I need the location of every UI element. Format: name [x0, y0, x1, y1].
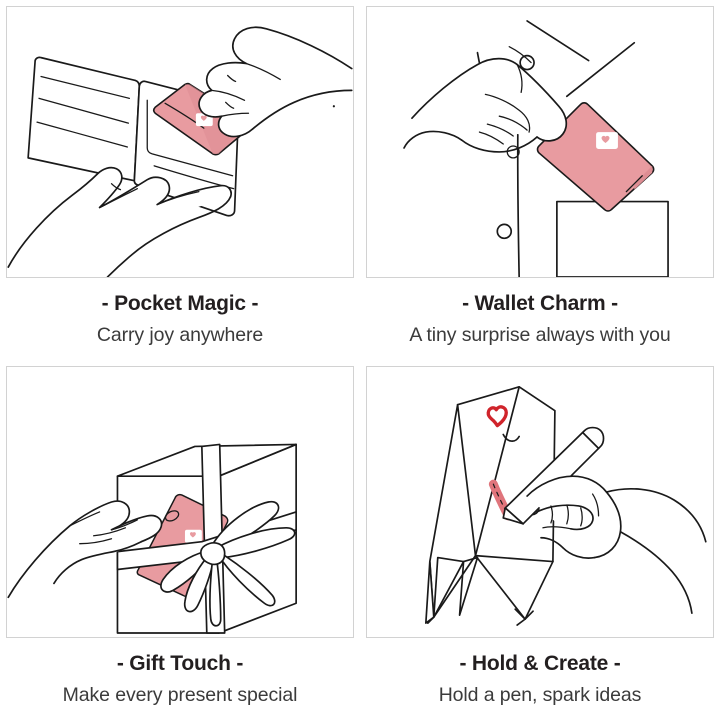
panel-subtitle: A tiny surprise always with you [409, 324, 671, 347]
pink-card-2 [536, 102, 655, 212]
panel-hold-create: - Hold & Create - Hold a pen, spark idea… [360, 360, 720, 720]
panel-pocket-magic: - Pocket Magic - Carry joy anywhere [0, 0, 360, 360]
wallet-card-illustration [7, 26, 353, 277]
caption-pocket-magic: - Pocket Magic - Carry joy anywhere [6, 278, 354, 348]
illustration-wallet-charm [366, 6, 714, 278]
paper-stand-pen-illustration [425, 386, 707, 626]
panel-title: - Wallet Charm - [462, 292, 618, 315]
panel-title: - Pocket Magic - [101, 292, 259, 315]
illustration-gift-touch [6, 366, 354, 638]
illustration-pocket-magic [6, 6, 354, 278]
panel-subtitle: Hold a pen, spark ideas [438, 684, 642, 707]
logo-glyph-icon [596, 132, 618, 149]
panel-gift-touch: - Gift Touch - Make every present specia… [0, 360, 360, 720]
gift-box-card-illustration [7, 443, 297, 634]
panel-subtitle: Make every present special [62, 684, 298, 707]
panel-title: - Hold & Create - [459, 652, 621, 675]
panel-title: - Gift Touch - [116, 652, 244, 675]
heart-logo-icon [486, 405, 508, 428]
logo-glyph-icon [184, 529, 202, 543]
caption-wallet-charm: - Wallet Charm - A tiny surprise always … [366, 278, 714, 348]
illustration-hold-create [366, 366, 714, 638]
caption-hold-create: - Hold & Create - Hold a pen, spark idea… [366, 638, 714, 708]
caption-gift-touch: - Gift Touch - Make every present specia… [6, 638, 354, 708]
shirt-pocket-card-illustration [403, 20, 669, 277]
panel-wallet-charm: - Wallet Charm - A tiny surprise always … [360, 0, 720, 360]
panel-subtitle: Carry joy anywhere [96, 324, 264, 347]
